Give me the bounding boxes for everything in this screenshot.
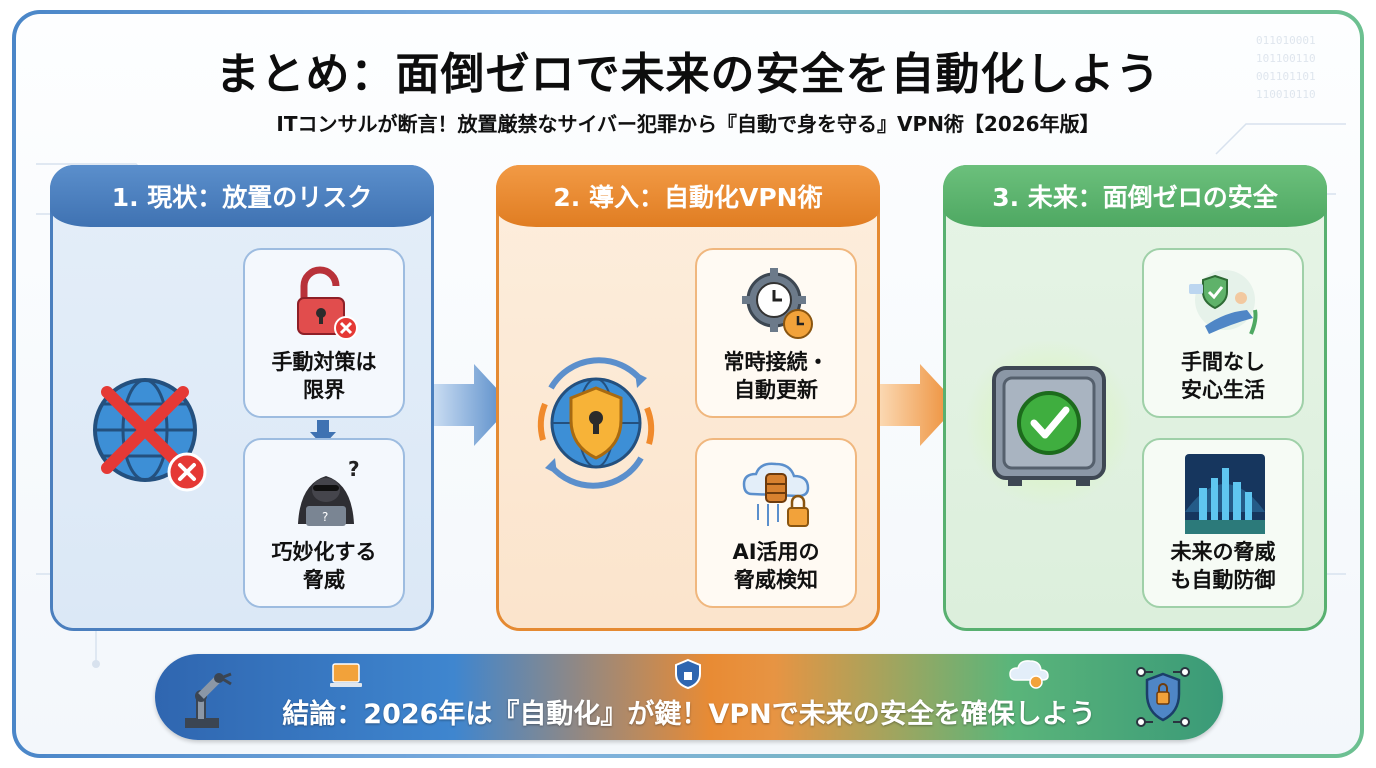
conclusion-text: 結論：2026年は『自動化』が鍵！VPNで未来の安全を確保しよう bbox=[282, 699, 1096, 730]
page-title: まとめ：面倒ゼロで未来の安全を自動化しよう bbox=[215, 49, 1161, 100]
svg-text:?: ? bbox=[348, 457, 360, 481]
card-hassle-free-life: 手間なし 安心生活 bbox=[1142, 248, 1304, 418]
cloud-database-lock-icon bbox=[742, 462, 810, 527]
future-city-icon bbox=[1185, 454, 1265, 534]
column-heading: 1. 現状：放置のリスク bbox=[50, 165, 434, 227]
shield-lock-icon bbox=[675, 658, 701, 690]
column-heading: 2. 導入：自動化VPN術 bbox=[496, 165, 880, 227]
card-manual-limit: 手動対策は 限界 bbox=[243, 248, 405, 418]
svg-text:011010001: 011010001 bbox=[1256, 34, 1316, 47]
card-label: 手間なし 安心生活 bbox=[1181, 350, 1265, 402]
card-ai-threat-detection: AI活用の 脅威検知 bbox=[695, 438, 857, 608]
hacker-icon: ? ? bbox=[298, 457, 360, 526]
card-label: 常時接続・ 自動更新 bbox=[723, 350, 829, 402]
card-future-auto-defense: 未来の脅威 も自動防御 bbox=[1142, 438, 1304, 608]
svg-text:110010110: 110010110 bbox=[1256, 88, 1316, 101]
svg-text:101100110: 101100110 bbox=[1256, 52, 1316, 65]
safe-checkmark-icon bbox=[965, 339, 1133, 507]
card-label: 巧妙化する 脅威 bbox=[271, 540, 377, 592]
column-introduction: 2. 導入：自動化VPN術 常時接続・ 自動更新 bbox=[496, 165, 880, 631]
page-subtitle: ITコンサルが断言！放置厳禁なサイバー犯罪から『自動で身を守る』VPN術【202… bbox=[276, 112, 1100, 136]
card-label: 未来の脅威 も自動防御 bbox=[1170, 540, 1276, 592]
robot-arm-icon bbox=[185, 672, 232, 728]
svg-text:001101101: 001101101 bbox=[1256, 70, 1316, 83]
card-label: 手動対策は 限界 bbox=[271, 350, 377, 402]
flow-arrow-right-icon bbox=[434, 364, 512, 446]
cloud-gear-icon bbox=[1009, 660, 1049, 689]
flow-arrow-right-icon bbox=[880, 364, 958, 446]
svg-text:?: ? bbox=[322, 510, 328, 524]
card-always-connected: 常時接続・ 自動更新 bbox=[695, 248, 857, 418]
relaxing-person-icon bbox=[1189, 270, 1258, 335]
globe-blocked-icon bbox=[93, 378, 207, 492]
gear-clock-icon bbox=[742, 268, 813, 339]
column-current-risk: 1. 現状：放置のリスク 手動対策は 限界 ? ? 巧妙化する 脅威 bbox=[50, 165, 434, 631]
arrow-down-icon bbox=[310, 420, 336, 446]
column-future: 3. 未来：面倒ゼロの安全 手間なし 安心生活 未来の脅威 も自動防御 bbox=[943, 165, 1327, 631]
conclusion-bar: 結論：2026年は『自動化』が鍵！VPNで未来の安全を確保しよう bbox=[155, 654, 1223, 740]
shield-globe-icon bbox=[537, 357, 655, 489]
laptop-shield-icon bbox=[330, 663, 362, 687]
network-shield-icon bbox=[1136, 667, 1190, 727]
unlocked-padlock-icon bbox=[297, 266, 358, 340]
card-label: AI活用の 脅威検知 bbox=[732, 540, 820, 592]
card-sophisticated-threat: ? ? 巧妙化する 脅威 bbox=[243, 438, 405, 608]
column-heading: 3. 未来：面倒ゼロの安全 bbox=[943, 165, 1327, 227]
